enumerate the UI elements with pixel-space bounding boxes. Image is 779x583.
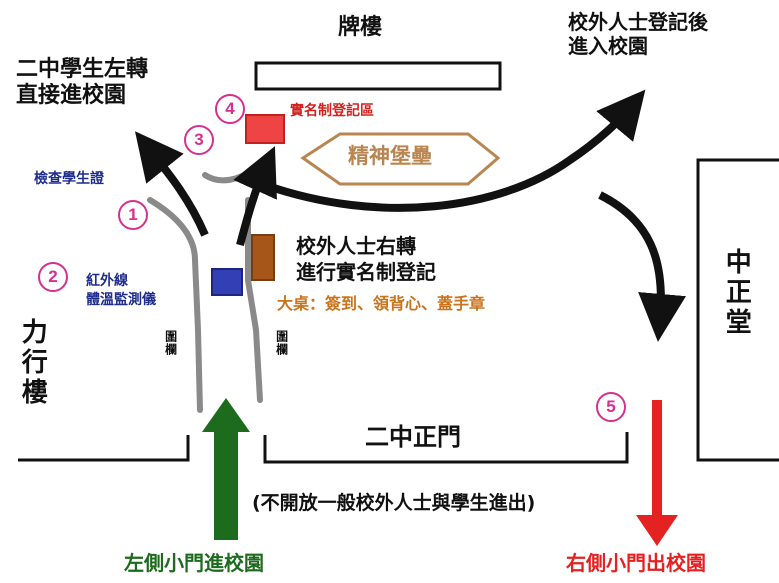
desk-note: 大桌：簽到、領背心、蓋手章	[277, 294, 486, 313]
right-door-arrow-shaft	[652, 400, 662, 515]
fence-left	[147, 197, 203, 413]
visitors-enter-line1: 校外人士登記後	[568, 10, 708, 34]
students-left-arrow	[135, 131, 209, 237]
visitors-register-arrow	[233, 146, 277, 247]
fence-top	[202, 165, 258, 184]
marker-4: 4	[215, 94, 245, 124]
marker-3: 3	[184, 125, 214, 155]
spirit-fortress-label: 精神堡壘	[348, 144, 432, 168]
spirit-fortress-shape	[300, 132, 501, 186]
fence-right-label: 圍欄	[274, 330, 289, 356]
students-left-line2: 直接進校園	[16, 83, 127, 108]
main-gate-label: 二中正門	[365, 423, 461, 451]
check-id-label: 檢查學生證	[34, 171, 104, 187]
lixing-building-label: 力行樓	[17, 318, 48, 408]
students-left-line1: 二中學生左轉	[16, 57, 149, 82]
marker-2: 2	[38, 262, 68, 292]
visitors-enter-line2: 進入校園	[568, 34, 648, 58]
gate-left-wall	[18, 435, 190, 462]
main-gate-note: (不開放一般校外人士與學生進出)	[252, 492, 536, 514]
right-door-arrow-head	[636, 515, 678, 546]
right-door-label: 右側小門出校園	[566, 551, 706, 575]
visitors-enter-arrow	[263, 89, 646, 212]
gate-main-wall	[263, 432, 629, 464]
fence-right	[245, 197, 263, 403]
marker-1: 1	[118, 200, 148, 230]
marker-5: 5	[596, 392, 626, 422]
left-door-label: 左側小門進校園	[124, 551, 264, 575]
registration-area-label: 實名制登記區	[290, 103, 374, 119]
fence-left-label: 圍欄	[163, 330, 178, 356]
infrared-line2: 體溫監測儀	[86, 292, 156, 308]
visitors-exit-arrow	[598, 191, 686, 342]
archway-label: 牌樓	[338, 15, 383, 40]
registration-area-box	[245, 114, 285, 144]
visitors-right-line1: 校外人士右轉	[296, 234, 416, 258]
visitors-right-line2: 進行實名制登記	[296, 260, 436, 284]
zhongzheng-hall-outline	[696, 158, 779, 462]
zhongzheng-hall-label: 中正堂	[721, 248, 752, 338]
infrared-scanner-box	[211, 268, 243, 296]
big-desk-box	[251, 234, 275, 281]
archway-shape	[254, 61, 502, 91]
left-door-arrow-head	[202, 398, 250, 432]
infrared-line1: 紅外線	[86, 273, 128, 289]
left-door-arrow-shaft	[214, 430, 238, 540]
